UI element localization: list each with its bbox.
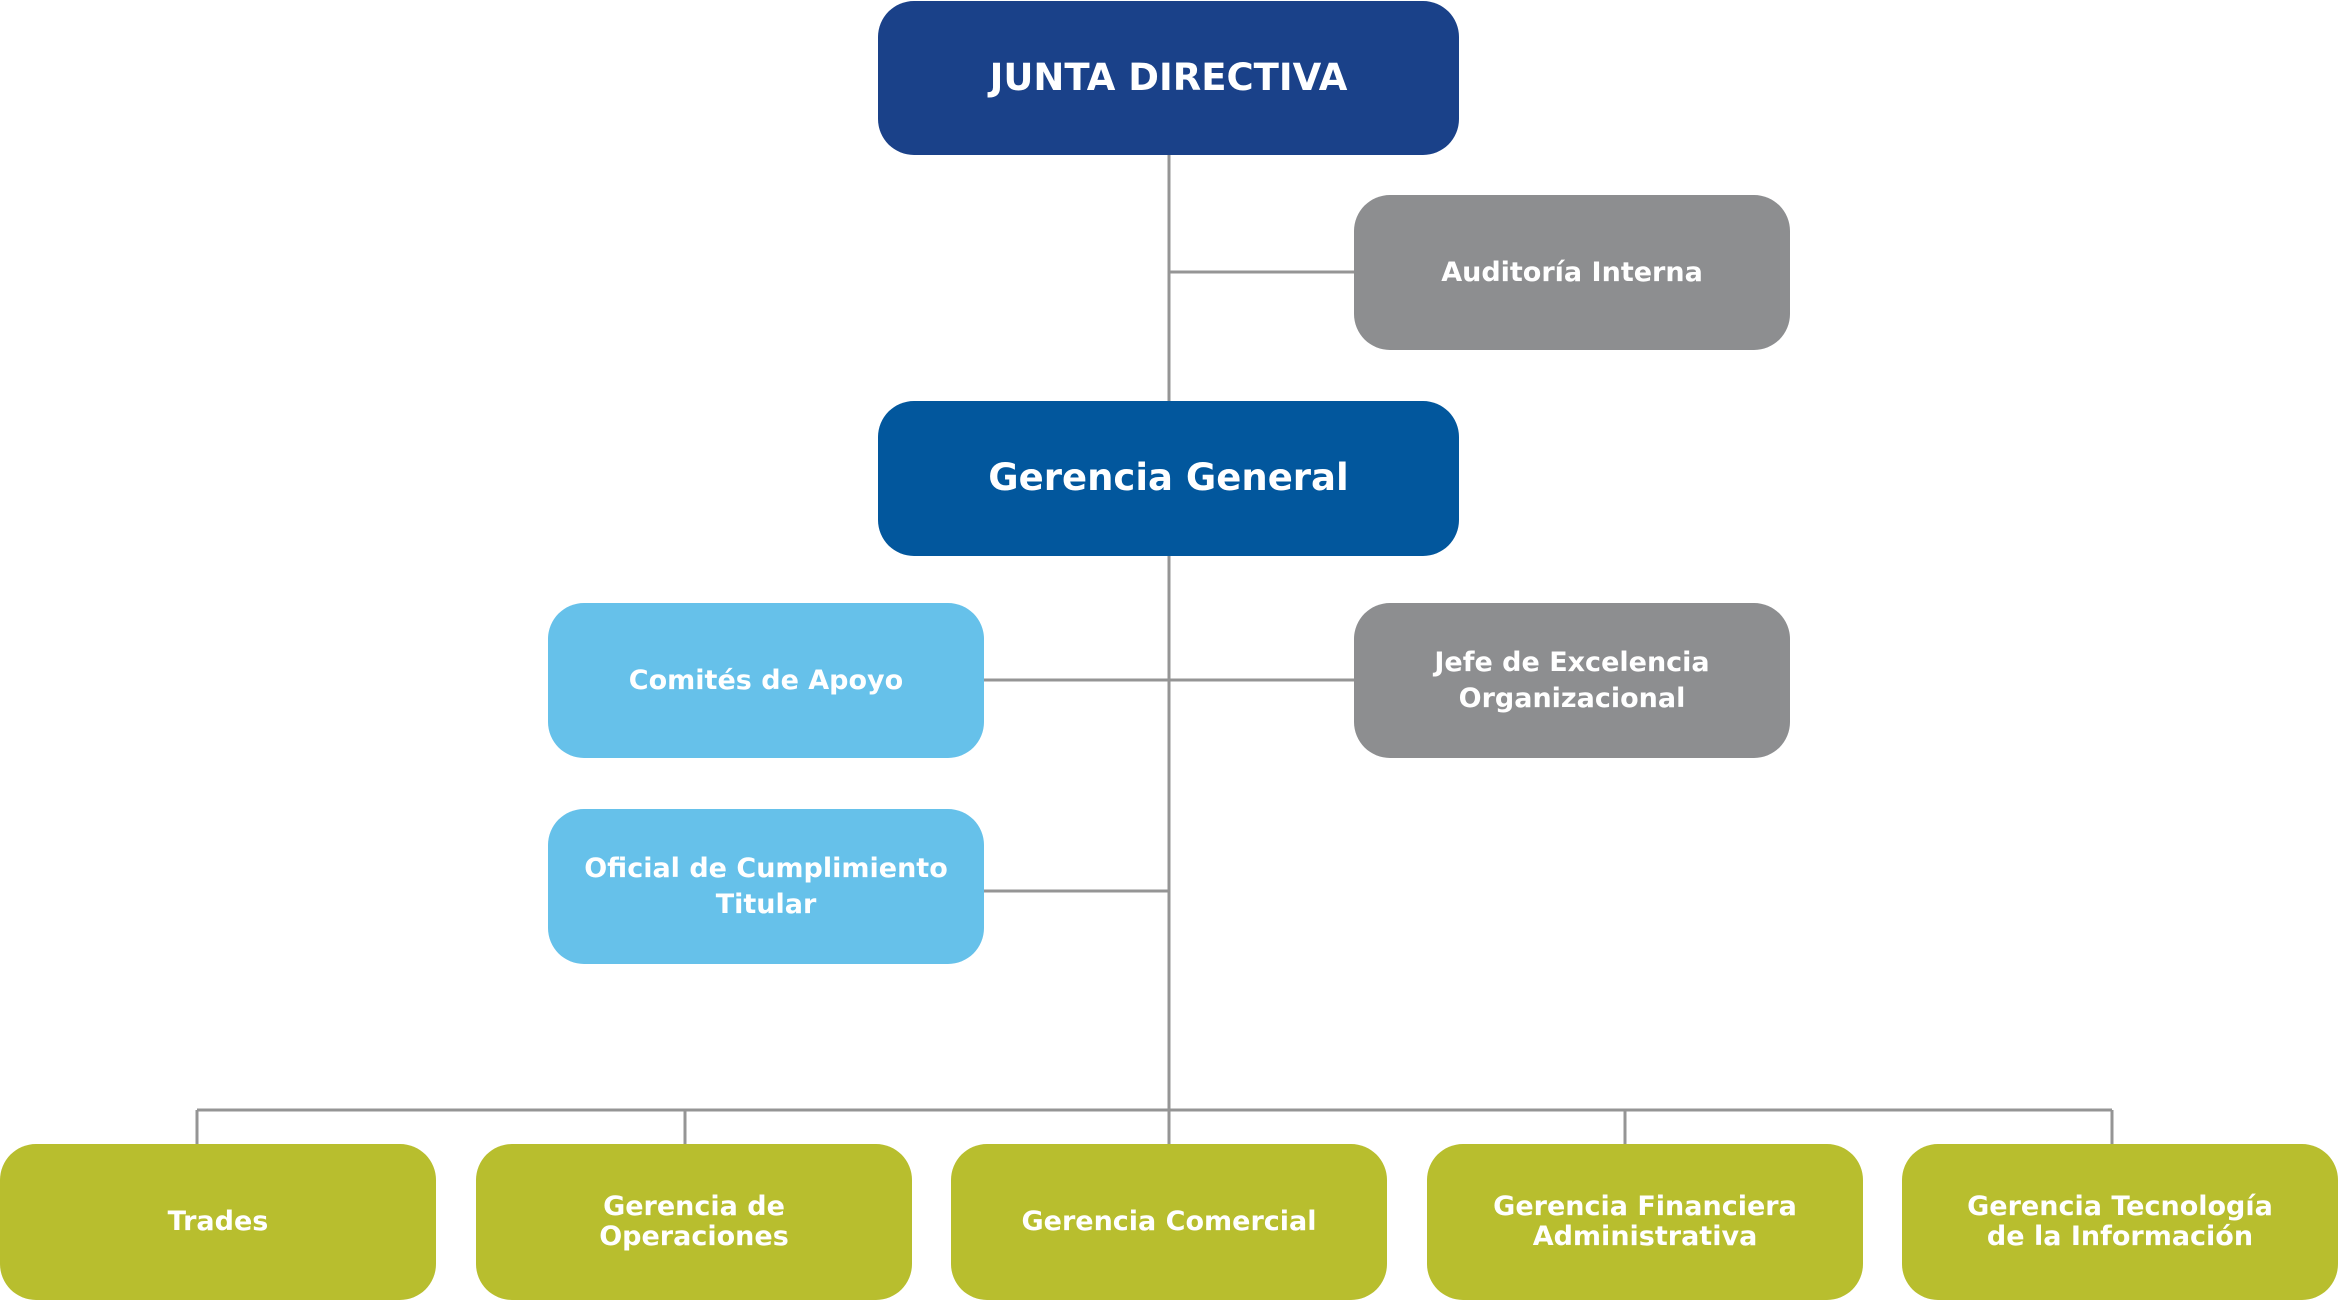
- node-label: Auditoría Interna: [1441, 256, 1703, 288]
- node-junta-directiva: JUNTA DIRECTIVA: [878, 1, 1459, 155]
- node-label: Gerencia Comercial: [1021, 1206, 1317, 1238]
- node-trades: Trades: [0, 1144, 436, 1300]
- node-label-line-2: Operaciones: [599, 1221, 789, 1252]
- node-label-line-2: Organizacional: [1458, 682, 1686, 714]
- node-jefe-excelencia: Jefe de Excelencia Organizacional: [1354, 603, 1790, 758]
- node-label-line-1: Gerencia Financiera: [1493, 1191, 1797, 1223]
- node-gerencia-tecnologia: Gerencia Tecnología de la Información: [1902, 1144, 2338, 1300]
- node-label-line-2: de la Información: [1986, 1221, 2254, 1252]
- node-label: Trades: [167, 1206, 269, 1238]
- node-label: Gerencia General: [988, 456, 1349, 500]
- node-gerencia-financiera: Gerencia Financiera Administrativa: [1427, 1144, 1863, 1300]
- node-gerencia-comercial: Gerencia Comercial: [951, 1144, 1387, 1300]
- node-label-line-1: Gerencia Tecnología: [1967, 1191, 2273, 1223]
- node-gerencia-operaciones: Gerencia de Operaciones: [476, 1144, 912, 1300]
- node-oficial-cumplimiento: Oficial de Cumplimiento Titular: [548, 809, 984, 964]
- node-label-line-1: Gerencia de: [603, 1191, 785, 1223]
- node-label: Comités de Apoyo: [628, 664, 904, 696]
- node-label-line-1: Oficial de Cumplimiento: [584, 853, 948, 885]
- node-auditoria-interna: Auditoría Interna: [1354, 195, 1790, 350]
- node-label: JUNTA DIRECTIVA: [989, 55, 1348, 99]
- node-gerencia-general: Gerencia General: [878, 401, 1459, 556]
- node-label-line-2: Administrativa: [1532, 1221, 1758, 1252]
- node-label-line-1: Jefe de Excelencia: [1434, 647, 1710, 679]
- node-comites-apoyo: Comités de Apoyo: [548, 603, 984, 758]
- node-label-line-2: Titular: [715, 888, 817, 920]
